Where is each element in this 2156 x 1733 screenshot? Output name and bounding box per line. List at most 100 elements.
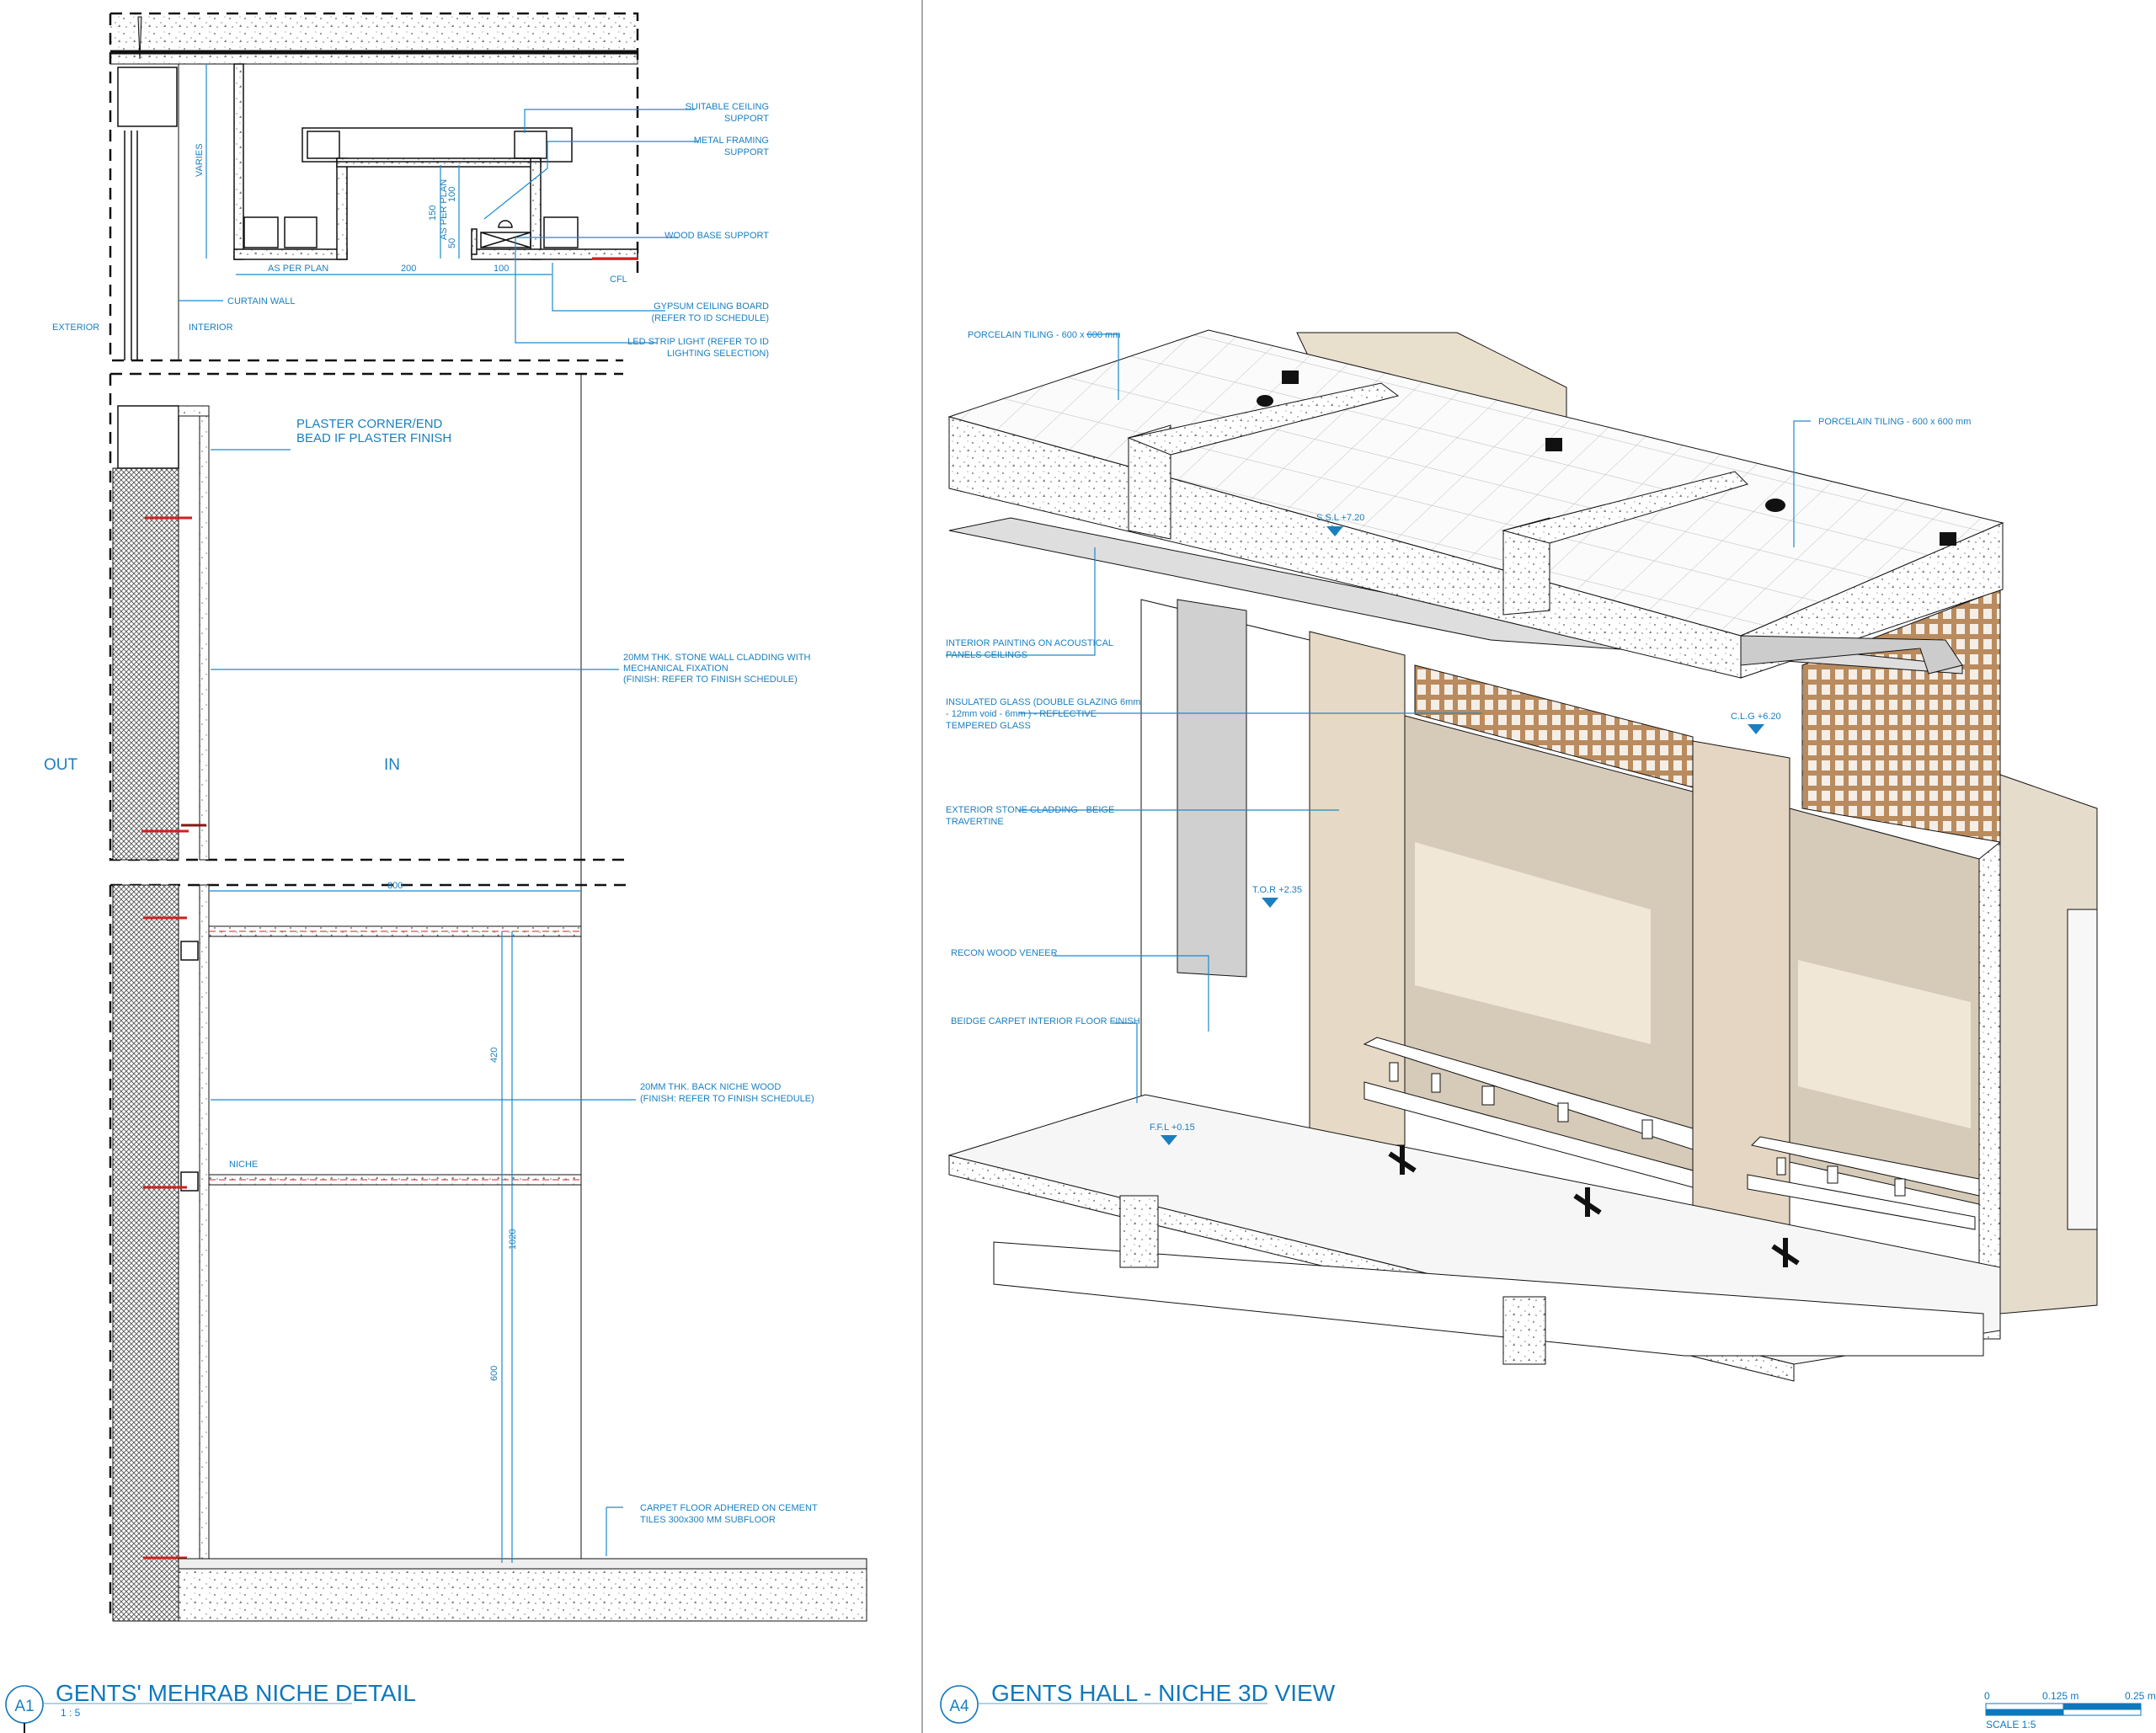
title-a1: A1 GENTS' MEHRAB NICHE DETAIL 1 : 5 <box>5 1680 416 1733</box>
label-suitable-ceiling-support: SUITABLE CEILING SUPPORT <box>686 102 770 124</box>
label-recon-wood: RECON WOOD VENEER <box>951 948 1058 958</box>
scale-bar: 0 0.125 m 0.25 m SCALE 1:5 <box>1984 1690 2156 1730</box>
annotation-text: 0.125 m <box>2042 1690 2079 1702</box>
niche-section: 800 420 1020 600 NICHE 20MM THK. BACK NI… <box>109 881 867 1622</box>
label-porcelain-left: PORCELAIN TILING - 600 x 600 mm <box>968 330 1120 340</box>
annotation-text: - 12mm void - 6mm ) - REFLECTIVE <box>946 709 1097 719</box>
annotation-text: 100 <box>447 187 457 202</box>
annotation-text: A1 <box>14 1698 34 1715</box>
label-cfl: CFL <box>610 275 627 285</box>
annotation-text: TILES 300x300 MM SUBFLOOR <box>640 1515 776 1525</box>
annotation-text: CARPET FLOOR ADHERED ON CEMENT <box>640 1503 818 1513</box>
ceiling-dimensions: VARIES AS PER PLAN 200 100 150 AS PER PL… <box>195 64 552 275</box>
wood-base <box>480 232 531 248</box>
annotation-text: AS PER PLAN <box>439 179 449 240</box>
annotation-text: F.F.L +0.15 <box>1150 1122 1195 1133</box>
annotation-text: (REFER TO ID SCHEDULE) <box>651 313 769 323</box>
annotation-text: LIGHTING SELECTION) <box>667 349 769 359</box>
annotation-text: INSULATED GLASS (DOUBLE GLAZING 6mm <box>946 697 1140 707</box>
subfloor-slab <box>178 1568 867 1622</box>
curtain-wall-transom <box>117 67 178 127</box>
annotation-text: PLASTER CORNER/END <box>296 417 443 431</box>
annotation-text: SUPPORT <box>724 114 769 124</box>
floor-cross-marker-icon <box>1388 1145 1800 1267</box>
annotation-text: (FINISH: REFER TO FINISH SCHEDULE) <box>640 1094 814 1104</box>
annotation-text: MECHANICAL FIXATION <box>623 664 728 674</box>
annotation-text: LED STRIP LIGHT (REFER TO ID <box>627 337 769 347</box>
label-exterior-stone: EXTERIOR STONE CLADDING - BEIGE TRAVERTIN… <box>946 805 1114 827</box>
annotation-text: VARIES <box>195 143 205 177</box>
stone-cladding <box>199 415 210 861</box>
annotation-text: 20MM THK. BACK NICHE WOOD <box>640 1082 781 1092</box>
annotation-text: A4 <box>949 1698 969 1715</box>
annotation-text: AS PER PLAN <box>268 264 328 274</box>
annotation-text: METAL FRAMING <box>694 136 769 146</box>
annotation-text: SUPPORT <box>724 147 769 157</box>
label-insulated-glass: INSULATED GLASS (DOUBLE GLAZING 6mm - 12m… <box>946 697 1140 731</box>
annotation-text: 50 <box>447 238 457 248</box>
annotation-text: PANELS CEILINGS <box>946 650 1027 660</box>
annotation-text: GYPSUM CEILING BOARD <box>654 301 769 312</box>
annotation-text: INTERIOR PAINTING ON ACOUSTICAL <box>946 638 1113 648</box>
label-carpet-floor: CARPET FLOOR ADHERED ON CEMENT TILES 300x… <box>640 1503 818 1525</box>
roof-slab <box>110 13 638 52</box>
annotation-text: 100 <box>494 264 509 274</box>
label-carpet: BEIDGE CARPET INTERIOR FLOOR FINISH <box>951 1016 1140 1026</box>
label-gypsum-ceiling-board: GYPSUM CEILING BOARD(REFER TO ID SCHEDUL… <box>651 301 769 323</box>
view-title: GENTS' MEHRAB NICHE DETAIL <box>56 1680 416 1706</box>
label-porcelain-right: PORCELAIN TILING - 600 x 600 mm <box>1818 417 1971 427</box>
label-niche: NICHE <box>229 1160 258 1170</box>
annotation-text: 200 <box>401 264 416 274</box>
label-out: OUT <box>44 756 78 774</box>
foundation-beam <box>993 1241 1984 1357</box>
annotation-text: 150 <box>428 205 438 221</box>
annotation-text: 0 <box>1984 1690 1990 1702</box>
detail-boundary <box>109 12 639 362</box>
annotation-text: (FINISH: REFER TO FINISH SCHEDULE) <box>623 675 798 685</box>
annotation-text: C.L.G +6.20 <box>1731 712 1781 722</box>
view-ref-badge <box>940 1685 979 1724</box>
dim-420: 420 <box>489 1048 499 1063</box>
annotation-text: S.S.L +7.20 <box>1316 513 1364 523</box>
annotation-text: 0.25 m <box>2125 1690 2156 1702</box>
dim-1020: 1020 <box>508 1229 518 1250</box>
books-icon <box>1389 1062 1906 1197</box>
dim-600: 600 <box>489 1366 499 1381</box>
dim-800: 800 <box>387 881 403 891</box>
label-back-niche-wood: 20MM THK. BACK NICHE WOOD (FINISH: REFER … <box>640 1082 814 1104</box>
label-in: IN <box>384 756 400 774</box>
metal-framing <box>302 127 573 163</box>
annotation-text: SCALE 1:5 <box>1986 1719 2036 1730</box>
stone-column-right <box>1692 740 1790 1239</box>
label-interior: INTERIOR <box>189 323 233 333</box>
gypsum-soffit <box>233 63 638 260</box>
niche-3d-view: PORCELAIN TILING - 600 x 600 mm PORCELAI… <box>946 329 2098 1382</box>
annotation-text: TRAVERTINE <box>946 817 1004 827</box>
annotation-text: TEMPERED GLASS <box>946 721 1031 731</box>
roof-upstand-left <box>1128 424 1171 540</box>
annotation-text: 20MM THK. STONE WALL CLADDING WITH <box>623 653 811 663</box>
label-curtain-wall: CURTAIN WALL <box>227 296 295 307</box>
view-scale: 1 : 5 <box>61 1707 81 1719</box>
annotation-text: BEAD IF PLASTER FINISH <box>296 431 451 445</box>
ceiling-section: VARIES AS PER PLAN 200 100 150 AS PER PL… <box>52 12 770 362</box>
title-a4: A4 GENTS HALL - NICHE 3D VIEW <box>940 1680 1336 1724</box>
label-exterior: EXTERIOR <box>52 323 99 333</box>
masonry-wall <box>112 467 179 861</box>
label-led-strip-light: LED STRIP LIGHT (REFER TO ID LIGHTING SEL… <box>627 337 769 359</box>
niche-shelf-3d <box>1363 1037 1694 1150</box>
led-strip-light <box>498 220 513 228</box>
label-wood-base-support: WOOD BASE SUPPORT <box>664 231 769 241</box>
label-interior-painting: INTERIOR PAINTING ON ACOUSTICAL PANELS CE… <box>946 638 1113 660</box>
annotation-text: T.O.R +2.35 <box>1252 885 1302 895</box>
roof-upstand-right <box>1502 517 1550 616</box>
roof-drain-icon <box>1257 371 1956 546</box>
level-markers: S.S.L +7.20 C.L.G +6.20 T.O.R +2.35 F.F.… <box>1150 513 1781 1145</box>
annotation-text: SUITABLE CEILING <box>686 102 769 112</box>
annotation-text: EXTERIOR STONE CLADDING - BEIGE <box>946 805 1114 815</box>
carpet-floor <box>178 1558 867 1570</box>
